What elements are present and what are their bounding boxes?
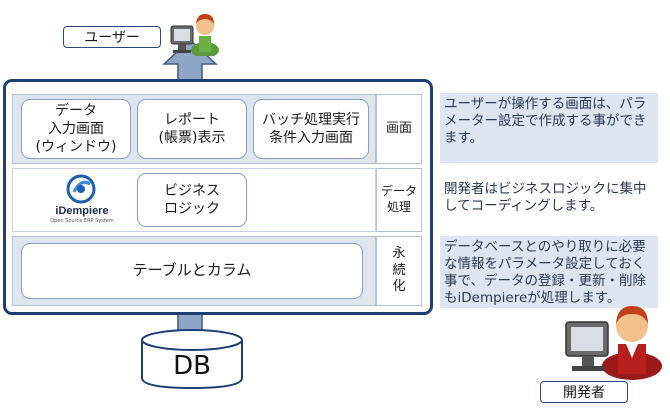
user-icon — [170, 14, 219, 56]
business-logic-box: ビジネス ロジック — [137, 173, 247, 227]
screen-note: ユーザーが操作する画面は、パラメーター設定で作成する事ができます。 — [440, 93, 658, 163]
idempiere-logo-name: iDempiere — [55, 205, 109, 217]
report-display-box: レポート (帳票)表示 — [137, 99, 247, 159]
developer-label: 開発者 — [540, 381, 628, 403]
developer-label-text: 開発者 — [563, 385, 605, 401]
user-label: ユーザー — [63, 26, 161, 48]
developer-icon — [565, 306, 662, 380]
idempiere-logo-icon — [66, 174, 96, 204]
persistence-note: データベースとのやり取りに必要な情報をパラメータ設定しておく事で、データの登録・… — [440, 236, 658, 308]
database-label: DB — [173, 351, 211, 381]
idempiere-logo-tagline: Open Source ERP System — [50, 218, 114, 224]
logic-note: 開発者はビジネスロジックに集中してコーディングします。 — [444, 181, 647, 214]
persistence-layer-label: 永 続 化 — [376, 236, 422, 306]
tables-and-columns-box: テーブルとカラム — [21, 243, 363, 299]
data-entry-screen-box: データ 入力画面 (ウィンドウ) — [21, 99, 131, 159]
data-processing-layer-label: データ 処理 — [376, 168, 422, 232]
database-icon — [141, 329, 243, 390]
batch-condition-screen-box: バッチ処理実行 条件入力画面 — [253, 99, 369, 159]
screen-layer-label: 画面 — [376, 94, 422, 164]
user-label-text: ユーザー — [84, 30, 140, 46]
